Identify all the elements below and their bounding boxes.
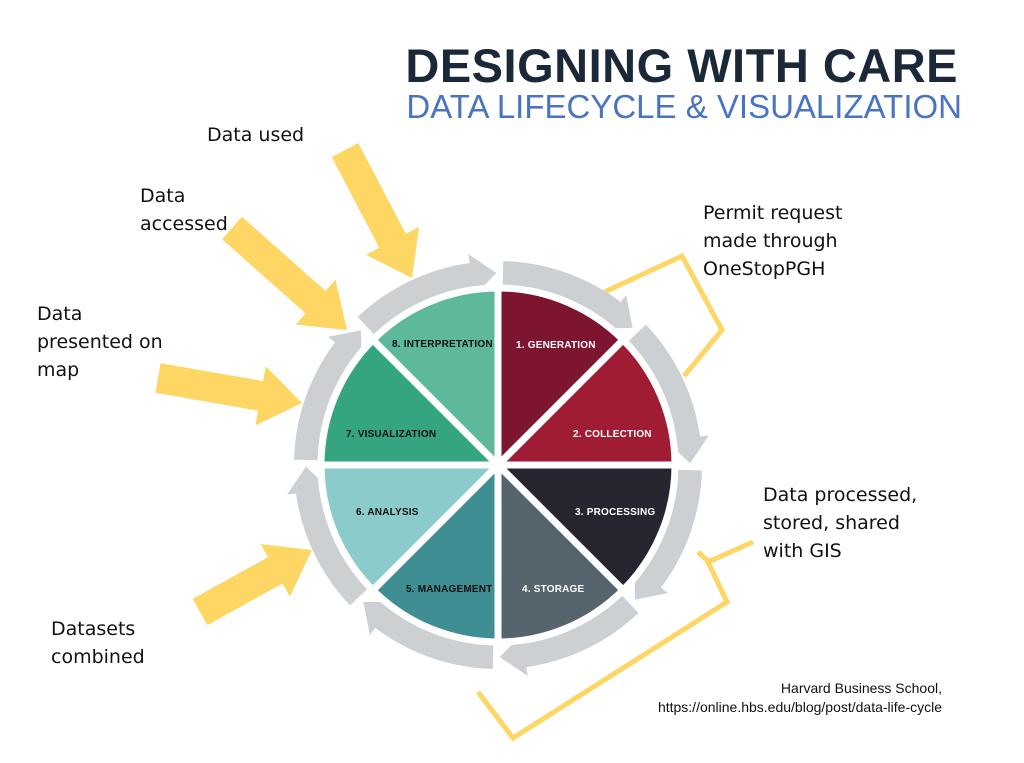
permit-bracket — [596, 252, 726, 378]
note-permit-request: Permit request made through OneStopPGH — [703, 202, 843, 280]
note-data-processed: Data processed, stored, shared with GIS — [763, 484, 918, 562]
note-data-presented: Data presented on map — [37, 303, 163, 381]
data-used-arrow — [331, 143, 420, 278]
processing-bracket — [476, 539, 755, 742]
note-data-accessed: Data accessed — [140, 185, 228, 235]
stage-label-visualization: 7. VISUALIZATION — [346, 429, 436, 440]
source-credit: Harvard Business School, https://online.… — [658, 679, 942, 717]
stage-wedge-analysis — [317, 461, 507, 596]
stage-label-analysis: 6. ANALYSIS — [356, 507, 419, 518]
input-arrows — [155, 143, 420, 626]
slide-title: DESIGNING WITH CARE — [405, 39, 958, 92]
cycle-arrow-management — [363, 601, 494, 669]
stage-wedge-visualization — [317, 334, 507, 469]
stage-label-management: 5. MANAGEMENT — [406, 584, 493, 595]
slide-subtitle: DATA LIFECYCLE & VISUALIZATION — [406, 88, 962, 125]
stage-wedge-processing — [489, 461, 679, 596]
note-data-used: Data used — [207, 124, 305, 146]
stage-label-storage: 4. STORAGE — [522, 584, 585, 595]
data-presented-arrow — [155, 363, 302, 426]
stage-label-processing: 3. PROCESSING — [575, 507, 655, 518]
stage-wedge-storage — [494, 456, 629, 646]
data-accessed-arrow — [222, 216, 347, 330]
stage-wedge-management — [367, 456, 502, 646]
processing-bracket-tick — [696, 550, 712, 565]
cycle-arrow-storage — [499, 595, 639, 676]
cycle-ring — [287, 254, 709, 676]
cycle-wedges — [317, 284, 679, 646]
cycle-arrow-visualization — [294, 330, 362, 461]
note-datasets-combined: Datasets combined — [51, 618, 145, 668]
credit-line-1: Harvard Business School, — [780, 680, 942, 696]
stage-wedge-generation — [494, 284, 629, 474]
cycle-arrow-analysis — [287, 466, 368, 606]
stage-wedge-interpretation — [367, 284, 502, 474]
stage-label-collection: 2. COLLECTION — [573, 429, 652, 440]
brackets — [476, 252, 755, 742]
wedge-labels: 1. GENERATION 2. COLLECTION 3. PROCESSIN… — [346, 339, 655, 595]
credit-line-2: https://online.hbs.edu/blog/post/data-li… — [657, 699, 942, 715]
cycle-arrow-generation — [502, 261, 633, 329]
cycle-arrow-interpretation — [357, 254, 497, 335]
stage-wedge-collection — [489, 334, 679, 469]
cycle-arrow-processing — [634, 469, 702, 600]
stage-label-generation: 1. GENERATION — [516, 340, 596, 351]
cycle-arrow-collection — [628, 324, 709, 464]
datasets-combined-arrow — [192, 544, 312, 626]
stage-label-interpretation: 8. INTERPRETATION — [392, 339, 493, 350]
